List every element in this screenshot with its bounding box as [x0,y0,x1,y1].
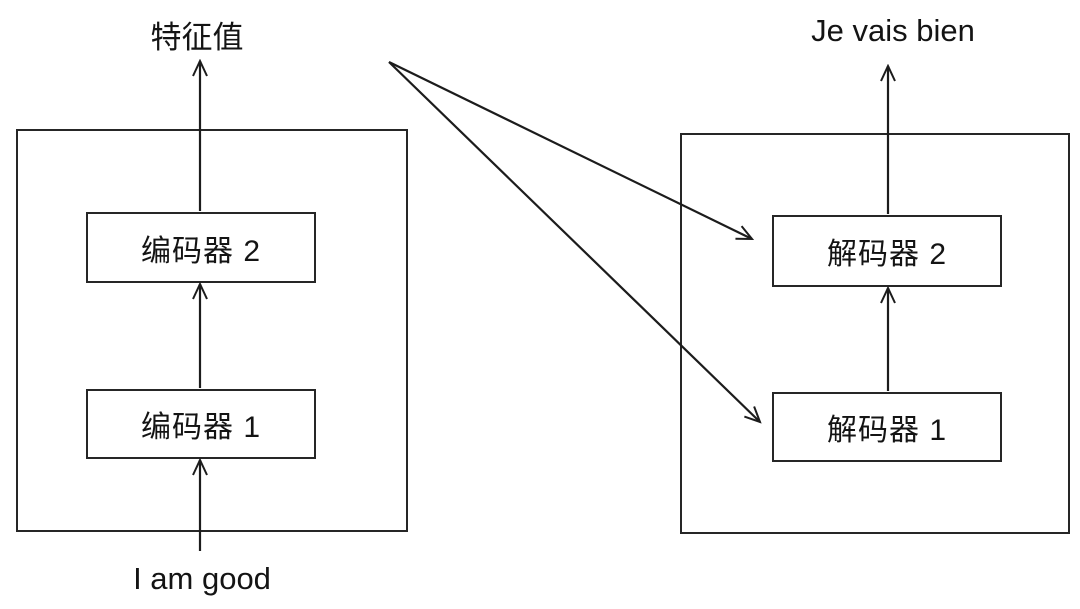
decoder-stack-box [680,133,1070,534]
encoder-1-box: 编码器 1 [86,389,316,459]
decoder-2-box: 解码器 2 [772,215,1002,287]
translation-output-label: Je vais bien [811,13,975,48]
encoder-2-box: 编码器 2 [86,212,316,283]
encoder-1-label: 编码器 1 [140,411,262,444]
decoder-2-label: 解码器 2 [826,238,948,271]
source-input-label: I am good [133,561,271,596]
encoder-stack-box [16,129,408,532]
decoder-1-box: 解码器 1 [772,392,1002,462]
encoder-2-label: 编码器 2 [140,234,262,268]
decoder-1-label: 解码器 1 [826,414,948,447]
feature-value-label: 特征值 [150,20,244,55]
